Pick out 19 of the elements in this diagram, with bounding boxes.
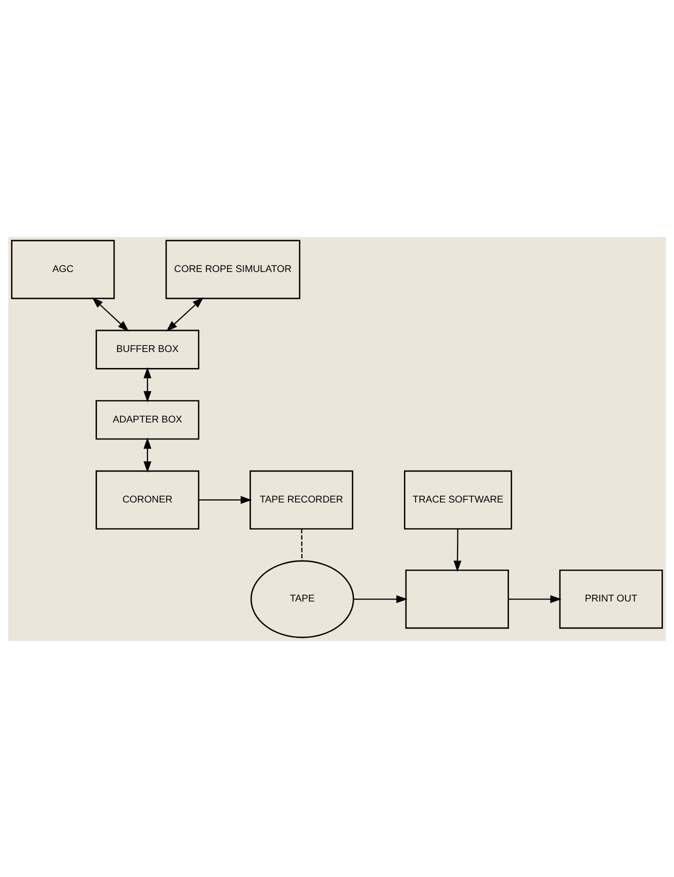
node-box: AGC <box>11 239 115 299</box>
node-box: ADAPTER BOX <box>96 400 200 440</box>
arrow <box>198 496 252 504</box>
node-box: TRACE SOFTWARE <box>404 470 512 530</box>
connector <box>301 528 303 560</box>
node-box: TAPE RECORDER <box>250 470 354 530</box>
node-ellipse: TAPE <box>250 560 354 638</box>
node-box: PRINT OUT <box>559 569 663 628</box>
arrow <box>354 594 408 603</box>
arrow <box>144 366 152 402</box>
arrow <box>92 296 129 332</box>
arrow <box>166 296 204 332</box>
node-box: BUFFER BOX <box>96 329 200 369</box>
arrow <box>454 528 462 572</box>
node-box <box>405 569 509 628</box>
arrow <box>144 437 152 472</box>
node-box: CORE ROPE SIMULATOR <box>165 239 300 299</box>
node-box: CORONER <box>96 470 200 530</box>
arrow <box>508 594 562 603</box>
